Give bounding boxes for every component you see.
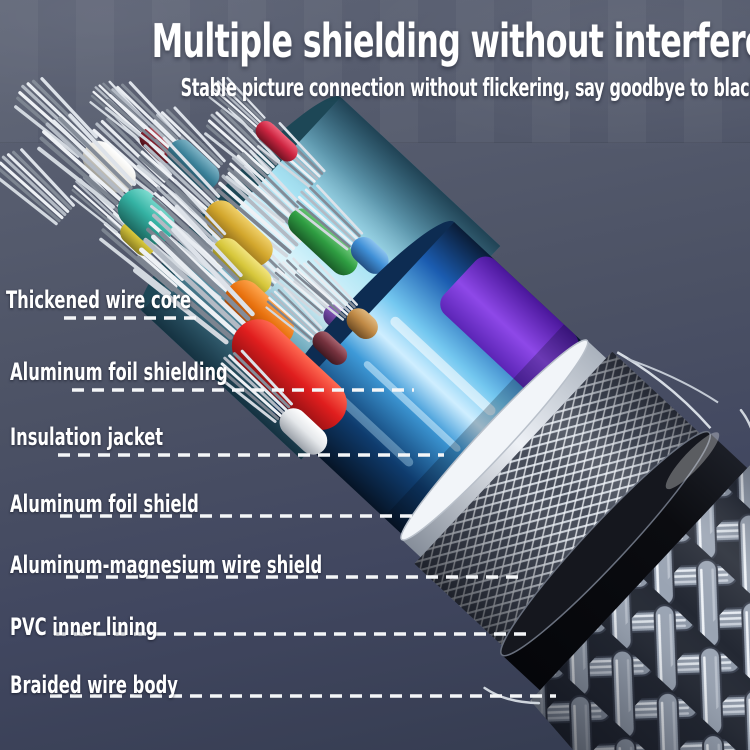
label-pvc-inner-lining: PVC inner lining	[10, 613, 158, 641]
mesh-shield-layer	[414, 351, 719, 650]
foil-purple-band	[440, 256, 579, 392]
wire-core-front	[112, 166, 378, 455]
label-aluminum-foil-shield: Aluminum foil shield	[10, 490, 199, 518]
wire-red	[231, 319, 347, 431]
page-title: Multiple shielding without interference	[151, 14, 750, 68]
wire-steel-teal	[167, 139, 220, 191]
wire-yellow-2	[212, 237, 272, 295]
label-braided-wire-body: Braided wire body	[10, 671, 178, 699]
wire-white	[279, 408, 328, 455]
wire-core-bundle	[0, 71, 389, 348]
aluminum-foil-shield-layer	[400, 339, 607, 558]
wire-gold	[204, 200, 273, 266]
wire-crimson	[255, 121, 298, 162]
leader-lines	[50, 316, 556, 698]
braid-layer	[483, 408, 750, 750]
wire-blue	[350, 236, 389, 274]
wire-yellow	[120, 221, 156, 256]
page-subtitle: Stable picture connection without flicke…	[180, 73, 750, 102]
wire-green	[288, 208, 358, 276]
wire-maroon	[312, 331, 348, 365]
label-aluminum-foil-shielding: Aluminum foil shielding	[10, 358, 228, 386]
label-aluminum-magnesium-wire-shield: Aluminum-magnesium wire shield	[10, 551, 323, 579]
label-thickened-wire-core: Thickened wire core	[6, 286, 192, 314]
pvc-ring-layer	[500, 430, 748, 691]
wire-tan	[346, 308, 378, 340]
label-insulation-jacket: Insulation jacket	[10, 423, 164, 451]
